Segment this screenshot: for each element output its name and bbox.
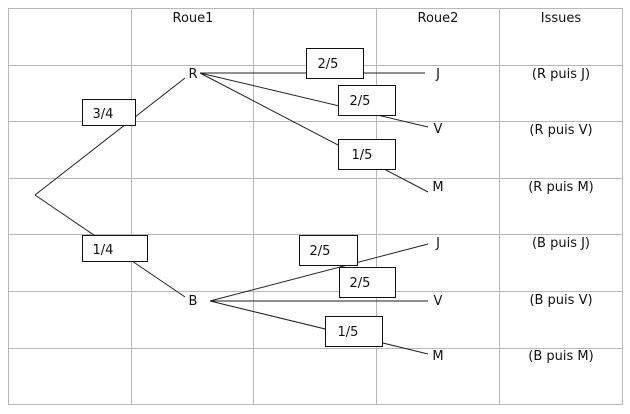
probability-r-v: 2/5 bbox=[350, 94, 371, 109]
probability-box-root-b: 1/4 bbox=[82, 235, 148, 262]
probability-r-j: 2/5 bbox=[318, 57, 339, 72]
probability-root-b: 1/4 bbox=[93, 243, 114, 258]
branch-root-r bbox=[34, 77, 186, 196]
node-b-j: J bbox=[435, 236, 440, 251]
outcome-r-v: (R puis V) bbox=[529, 123, 592, 138]
probability-box-root-r: 3/4 bbox=[82, 99, 136, 126]
probability-box-r-v: 2/5 bbox=[338, 85, 396, 116]
grid-border bbox=[8, 8, 623, 405]
branch-r-v bbox=[199, 72, 429, 128]
node-b-m: M bbox=[432, 349, 443, 364]
branch-b-j bbox=[209, 243, 429, 302]
node-r-m: M bbox=[432, 180, 443, 195]
branch-r-m bbox=[199, 72, 429, 193]
node-r: R bbox=[188, 67, 197, 82]
probability-r-m: 1/5 bbox=[352, 148, 373, 163]
probability-box-b-v: 2/5 bbox=[339, 267, 396, 298]
header-issues: Issues bbox=[541, 11, 582, 26]
probability-b-j: 2/5 bbox=[310, 244, 331, 259]
node-r-j: J bbox=[435, 67, 440, 82]
outcome-r-m: (R puis M) bbox=[528, 180, 594, 195]
probability-box-b-m: 1/5 bbox=[325, 316, 383, 347]
node-b: B bbox=[189, 294, 198, 309]
probability-root-r: 3/4 bbox=[93, 107, 114, 122]
probability-b-v: 2/5 bbox=[350, 276, 371, 291]
outcome-b-j: (B puis J) bbox=[532, 236, 590, 251]
outcome-b-m: (B puis M) bbox=[528, 349, 593, 364]
probability-box-b-j: 2/5 bbox=[299, 235, 358, 266]
branch-b-m bbox=[209, 300, 429, 355]
header-roue2: Roue2 bbox=[418, 11, 459, 26]
header-roue1: Roue1 bbox=[173, 11, 214, 26]
probability-b-m: 1/5 bbox=[338, 325, 359, 340]
node-b-v: V bbox=[434, 294, 443, 309]
node-r-v: V bbox=[434, 122, 443, 137]
grid bbox=[8, 8, 623, 405]
probability-box-r-j: 2/5 bbox=[306, 48, 364, 79]
outcome-b-v: (B puis V) bbox=[529, 293, 592, 308]
probability-box-r-m: 1/5 bbox=[338, 139, 396, 170]
outcome-r-j: (R puis J) bbox=[532, 67, 590, 82]
